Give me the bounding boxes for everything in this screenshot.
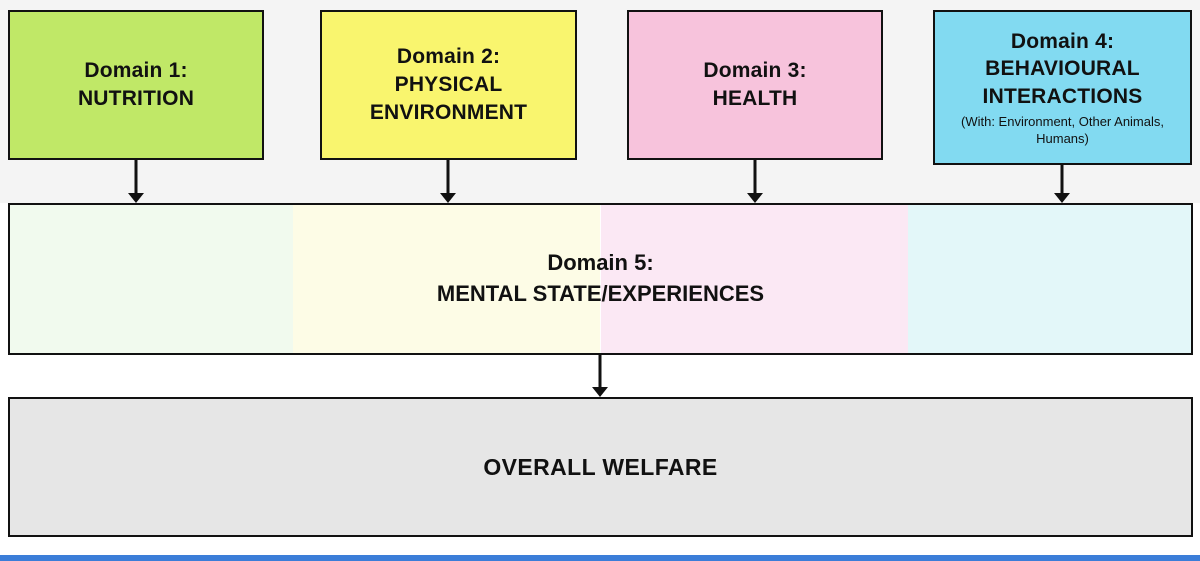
domain-5-name: MENTAL STATE/EXPERIENCES <box>436 281 765 306</box>
domain-3-name: HEALTH <box>712 87 798 110</box>
arrow-domain3-to-domain5-icon <box>747 160 763 203</box>
domain-2-box: Domain 2: PHYSICAL ENVIRONMENT <box>320 10 577 160</box>
domain-4-subtitle: (With: Environment, Other Animals, Human… <box>960 113 1164 146</box>
arrow-head <box>592 387 608 397</box>
domain-2-name: PHYSICAL ENVIRONMENT <box>369 73 528 124</box>
arrow-head <box>440 193 456 203</box>
domain-2-title: Domain 2: <box>396 45 501 69</box>
domain-5-section-behavioural-interactions <box>907 205 1191 353</box>
domain-5-text: Domain 5: MENTAL STATE/EXPERIENCES <box>437 248 764 310</box>
domain-1-name: NUTRITION <box>77 87 195 110</box>
arrow-shaft <box>1060 165 1064 194</box>
arrow-shaft <box>446 160 450 194</box>
arrow-shaft <box>753 160 757 194</box>
domain-4-box: Domain 4: BEHAVIOURAL INTERACTIONS (With… <box>933 10 1192 165</box>
domain-1-title: Domain 1: <box>84 59 188 83</box>
domain-5-title: Domain 5: <box>547 250 654 276</box>
arrow-head <box>128 193 144 203</box>
arrow-domain1-to-domain5-icon <box>128 160 144 203</box>
domain-5-section-physical-environment <box>293 205 601 353</box>
overall-welfare-label: OVERALL WELFARE <box>483 453 718 480</box>
domain-3-title: Domain 3: <box>703 59 807 83</box>
domain-5-section-health <box>600 205 908 353</box>
arrow-domain4-to-domain5-icon <box>1054 165 1070 203</box>
arrow-head <box>1054 193 1070 203</box>
domain-4-title: Domain 4: <box>1010 29 1115 53</box>
overall-welfare-box: OVERALL WELFARE <box>8 397 1193 537</box>
arrow-domain5-to-overall-icon <box>592 355 608 397</box>
arrow-domain2-to-domain5-icon <box>440 160 456 203</box>
arrow-shaft <box>598 355 602 388</box>
arrow-shaft <box>134 160 138 194</box>
arrow-head <box>747 193 763 203</box>
figure-bottom-rule <box>0 555 1200 561</box>
domain-3-box: Domain 3: HEALTH <box>627 10 883 160</box>
domain-4-name: BEHAVIOURAL INTERACTIONS <box>982 57 1143 108</box>
domain-5-box: Domain 5: MENTAL STATE/EXPERIENCES <box>8 203 1193 355</box>
domain-1-box: Domain 1: NUTRITION <box>8 10 264 160</box>
domain-5-section-nutrition <box>10 205 294 353</box>
